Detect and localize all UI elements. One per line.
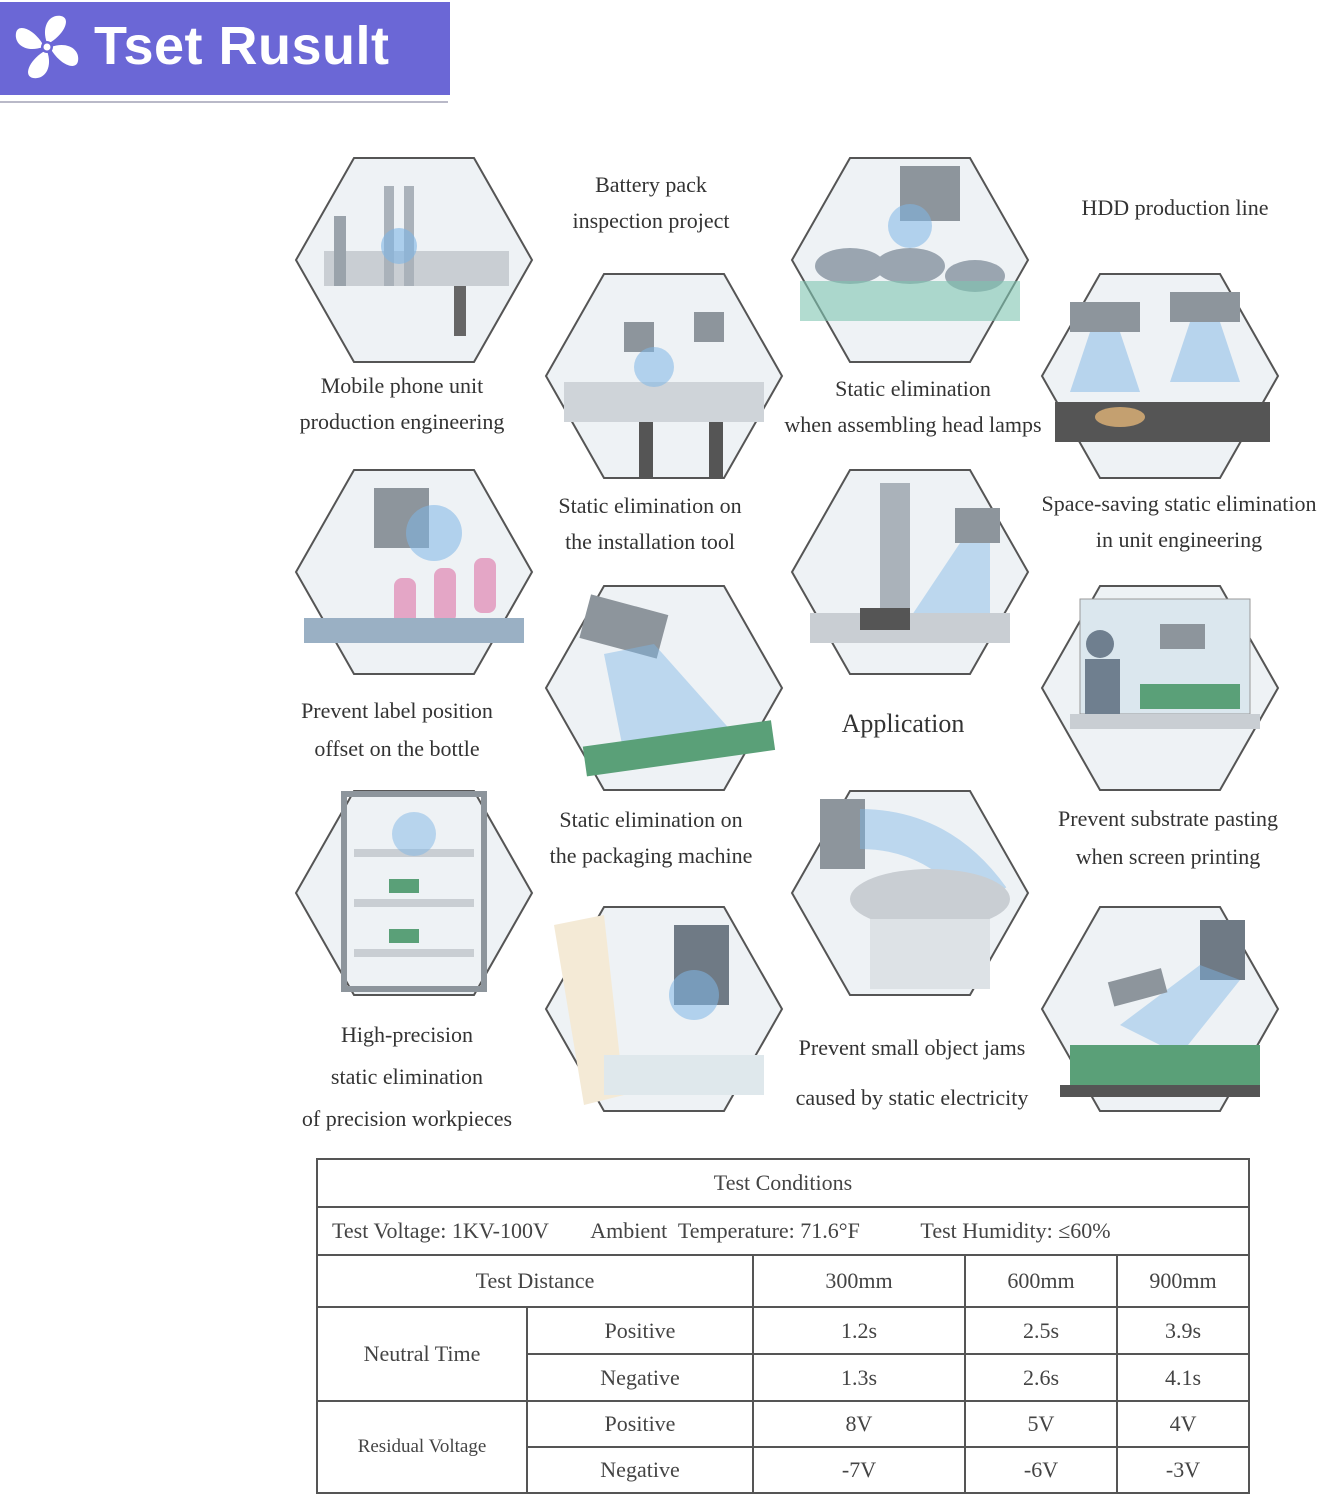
value-cell: 1.2s: [752, 1306, 966, 1355]
test-conditions-table: Test Conditions Test Voltage: 1KV-100V A…: [315, 1158, 1251, 1494]
hex-image-mobile-phone: [294, 157, 534, 363]
header-banner: [0, 2, 450, 95]
distance-cell: 600mm: [964, 1254, 1118, 1308]
value-cell: 2.6s: [964, 1353, 1118, 1402]
label-head-lamps: Static elimination when assembling head …: [784, 376, 1042, 437]
table-row: Negative -7V -6V -3V: [317, 1446, 1251, 1494]
table-row: Negative 1.3s 2.6s 4.1s: [317, 1353, 1251, 1402]
hex-image-film: [544, 906, 784, 1112]
polarity-label: Positive: [526, 1400, 754, 1448]
value-cell: -7V: [752, 1446, 966, 1494]
hex-image-precision: [294, 790, 534, 996]
label-packaging: Static elimination on the packaging mach…: [549, 807, 753, 868]
polarity-label: Negative: [526, 1446, 754, 1494]
test-distance-label: Test Distance: [316, 1254, 754, 1308]
value-cell: 4V: [1115, 1400, 1251, 1448]
label-battery-pack: Battery pack inspection project: [572, 172, 730, 233]
distance-cell: 900mm: [1115, 1254, 1251, 1308]
test-conditions-cell: Test Voltage: 1KV-100V Ambient Temperatu…: [315, 1206, 1251, 1256]
label-small-object: Prevent small object jams caused by stat…: [795, 1035, 1029, 1110]
hex-image-screen-printing: [1040, 585, 1280, 791]
label-space-saving: Space-saving static elimination in unit …: [1041, 491, 1317, 552]
hex-image-small-object: [790, 790, 1030, 996]
table-row: Residual Voltage Positive 8V 5V 4V: [316, 1400, 1251, 1494]
test-voltage: Test Voltage: 1KV-100V: [332, 1218, 549, 1243]
test-temperature: Ambient Temperature: 71.6°F: [590, 1218, 860, 1243]
table-row: Neutral Time Positive 1.2s 2.5s 3.9s: [316, 1306, 1251, 1402]
hex-image-battery-pack: [544, 273, 784, 479]
value-cell: 1.3s: [752, 1353, 966, 1402]
value-cell: 3.9s: [1115, 1306, 1251, 1355]
banner-divider: [0, 101, 448, 103]
value-cell: 5V: [964, 1400, 1118, 1448]
polarity-label: Negative: [526, 1353, 754, 1402]
residual-voltage-label: Residual Voltage: [316, 1400, 528, 1494]
distance-cell: 300mm: [752, 1254, 966, 1308]
label-bottle-label: Prevent label position offset on the bot…: [301, 698, 493, 761]
hex-image-head-lamps: [790, 157, 1030, 363]
neutral-time-label: Neutral Time: [316, 1306, 528, 1402]
application-title: Application: [841, 709, 965, 738]
value-cell: -3V: [1115, 1446, 1251, 1494]
value-cell: 8V: [752, 1400, 966, 1448]
hex-image-pcb-line: [1040, 906, 1280, 1112]
table-title: Test Conditions: [315, 1158, 1251, 1208]
polarity-label: Positive: [526, 1306, 754, 1355]
hex-image-space-saving: [790, 469, 1030, 675]
page-title: Tset Rusult: [94, 16, 390, 76]
value-cell: -6V: [964, 1446, 1118, 1494]
hex-image-bottle-label: [294, 469, 534, 675]
fan-icon: [15, 15, 79, 79]
table-row: Test Conditions: [315, 1158, 1251, 1208]
value-cell: 4.1s: [1115, 1353, 1251, 1402]
hex-image-packaging: [544, 585, 784, 791]
value-cell: 2.5s: [964, 1306, 1118, 1355]
label-hdd: HDD production line: [1081, 195, 1269, 220]
label-screen-printing: Prevent substrate pasting when screen pr…: [1058, 806, 1278, 869]
label-precision: High-precision static elimination of pre…: [301, 1022, 513, 1131]
table-row: Test Distance 300mm 600mm 900mm: [316, 1254, 1251, 1308]
hex-image-hdd: [1040, 273, 1280, 479]
label-mobile-phone: Mobile phone unit production engineering: [299, 373, 505, 434]
table-row: Test Voltage: 1KV-100V Ambient Temperatu…: [315, 1206, 1251, 1256]
label-installation-tool: Static elimination on the installation t…: [558, 493, 742, 554]
test-humidity: Test Humidity: ≤60%: [920, 1218, 1111, 1243]
